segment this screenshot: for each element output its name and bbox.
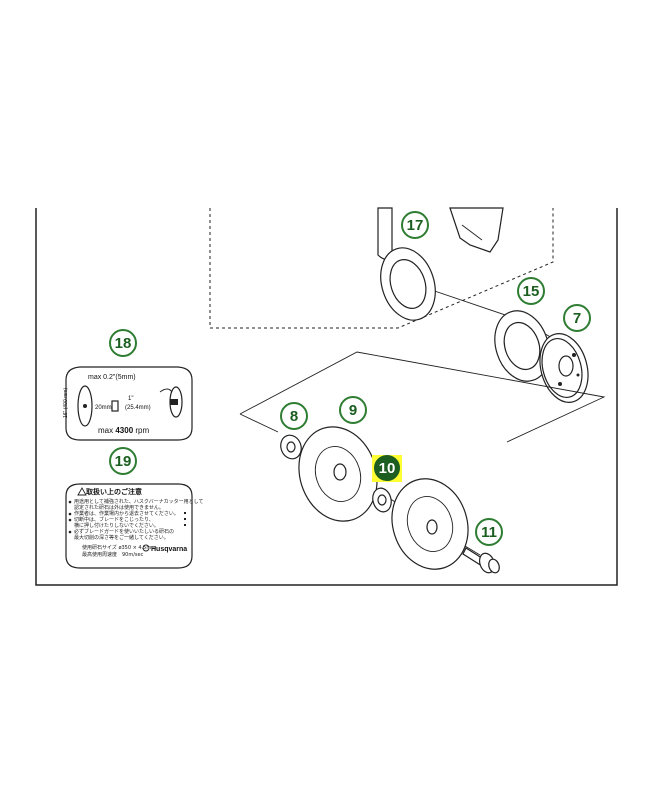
label18-arbor-mm: 20mm — [95, 405, 112, 411]
label19-line-6: 必ずブレードガードを使いいたしいる研石の — [74, 528, 174, 535]
label19-line-2: 認定された研石は外は使用できません。 — [74, 504, 164, 511]
svg-text:17: 17 — [407, 217, 424, 234]
label19-line-1: 用途用として補強された、ハスクバーナカッター用として — [74, 498, 203, 505]
callout-11[interactable]: 11 — [475, 518, 503, 546]
label19-line-5: 横に押し付けたりしないでください。 — [74, 522, 159, 529]
svg-text:10: 10 — [379, 460, 396, 477]
part-8-washer — [280, 434, 302, 460]
part-10-washer — [372, 487, 392, 513]
callout-17[interactable]: 17 — [401, 211, 429, 239]
label19-title: 取扱い上のご注意 — [86, 487, 142, 496]
callout-15[interactable]: 15 — [517, 277, 545, 305]
outer-flange-disc — [391, 478, 469, 570]
blade-plane — [239, 351, 606, 443]
husqvarna-logo-icon — [142, 544, 150, 552]
callout-10[interactable]: 10 — [372, 455, 402, 482]
label18-arbor-in: 1" — [128, 396, 133, 402]
callout-7[interactable]: 7 — [563, 304, 591, 332]
label19-line-3: 作業者は、作業場内から退去させてください。 — [74, 510, 179, 517]
label19-line-7: 最大切削の深さ等をご一緒してください。 — [74, 534, 169, 541]
callout-9[interactable]: 9 — [339, 396, 367, 424]
part-11-bolt — [462, 547, 500, 574]
svg-text:8: 8 — [290, 408, 298, 425]
label19-spec-size: 使用研石サイズ ø350 × 4.5mm — [82, 544, 156, 551]
part-17-ring — [380, 247, 436, 321]
label18-rpm: max 4300 rpm — [98, 426, 149, 435]
svg-text:19: 19 — [115, 453, 132, 470]
svg-text:7: 7 — [573, 310, 581, 327]
svg-text:15: 15 — [523, 283, 540, 300]
callout-18[interactable]: 18 — [109, 329, 137, 357]
machine-outline — [209, 208, 554, 329]
label-18-sticker: max 0.2"(5mm) 16" (400 mm) 20mm 1" (25.4… — [63, 366, 193, 441]
svg-text:9: 9 — [349, 402, 357, 419]
svg-text:11: 11 — [481, 524, 497, 541]
label19-line-4: 切断中は、ブレードをこじったり、 — [74, 516, 154, 523]
label19-spec-speed: 最高使用周速度 90m/sec — [82, 551, 144, 558]
diagram-frame — [35, 208, 618, 586]
label18-dia: 16" (400 mm) — [63, 388, 69, 418]
part-7-flange — [539, 333, 589, 403]
label18-max-depth: max 0.2"(5mm) — [88, 374, 136, 381]
label19-brand: Husqvarna — [151, 546, 187, 553]
part-15-ring — [494, 310, 550, 382]
label-19-sticker: 取扱い上のご注意 用途用として補強された、ハスクバーナカッター用として 認定され… — [65, 483, 203, 569]
callout-8[interactable]: 8 — [280, 402, 308, 430]
callout-19[interactable]: 19 — [109, 447, 137, 475]
label18-arbor-in-mm: (25.4mm) — [125, 405, 151, 411]
svg-text:18: 18 — [115, 335, 132, 352]
